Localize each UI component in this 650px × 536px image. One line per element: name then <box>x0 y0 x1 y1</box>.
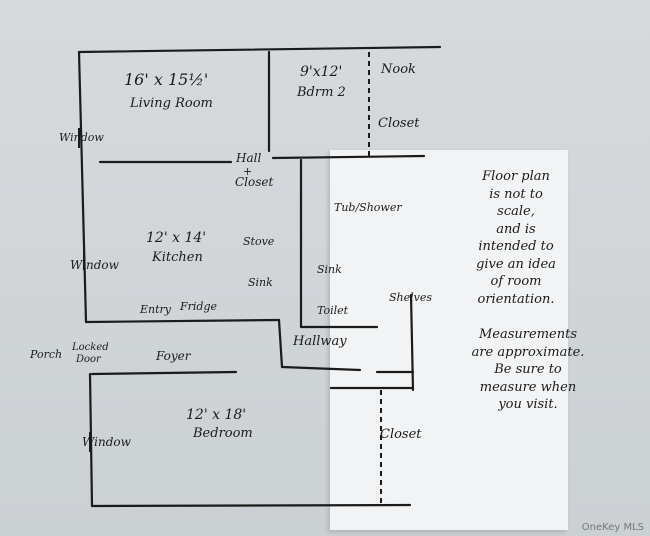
toilet-label: Toilet <box>317 304 349 317</box>
scale-note-line: orientation. <box>477 291 555 307</box>
wall-bedroom-bottom <box>90 503 412 508</box>
living-room-label: Living Room <box>130 96 213 111</box>
wall-hallway-bottom <box>280 365 362 372</box>
scale-note-line: give an idea <box>476 256 556 272</box>
nook-label: Nook <box>381 62 416 77</box>
wall-bedroom-top-left <box>90 370 238 376</box>
scale-note-line: is not to <box>489 186 543 202</box>
bedroom-closet-label: Closet <box>380 427 422 442</box>
bedroom2-closet-label: Closet <box>378 116 420 131</box>
scale-note: Floor plan is not to scale, and is inten… <box>446 168 586 308</box>
bedroom2-dimensions: 9'x12' <box>300 64 343 80</box>
measure-note-line: you visit. <box>498 397 558 413</box>
foyer-label: Foyer <box>156 349 191 363</box>
bedroom-dimensions: 12' x 18' <box>186 407 247 423</box>
kitchen-label: Kitchen <box>152 250 203 265</box>
tub-shower-label: Tub/Shower <box>334 201 402 214</box>
living-room-dimensions: 16' x 15½' <box>124 70 209 89</box>
scale-note-line: scale, <box>497 204 535 220</box>
scale-note-line: intended to <box>478 239 554 255</box>
scale-note-line: of room <box>490 274 542 290</box>
kitchen-sink-label: Sink <box>248 276 273 289</box>
wall-bdrm2-bottom <box>271 154 426 160</box>
window-label-living: Window <box>59 131 104 144</box>
bath-sink-label: Sink <box>317 263 342 276</box>
scale-note-line: Floor plan <box>482 169 550 184</box>
wall-foyer-right <box>277 318 284 369</box>
bedroom2-label: Bdrm 2 <box>297 85 346 100</box>
measure-note-line: are approximate. <box>471 344 585 360</box>
wall-left-upper <box>77 50 88 324</box>
hallway-label: Hallway <box>293 334 347 349</box>
measure-note-line: Measurements <box>479 327 577 342</box>
wall-shelves <box>409 293 415 392</box>
watermark: OneKey MLS <box>581 522 644 533</box>
window-label-bedroom: Window <box>82 435 131 449</box>
measure-note: Measurements are approximate. Be sure to… <box>458 326 598 414</box>
entry-label: Entry <box>140 303 172 316</box>
hall-closet-label: Closet <box>235 175 274 189</box>
note-paper <box>330 150 568 530</box>
measure-note-line: measure when <box>479 379 577 395</box>
hall-plus: + <box>243 165 253 178</box>
measure-note-line: Be sure to <box>494 362 562 378</box>
stove-label: Stove <box>243 235 275 248</box>
scale-note-line: and is <box>496 221 536 237</box>
wall-kitchen-bottom <box>84 318 281 324</box>
fridge-label: Fridge <box>180 300 218 313</box>
shelves-label: Shelves <box>389 291 433 304</box>
kitchen-dimensions: 12' x 14' <box>146 230 207 246</box>
locked-label: Locked <box>72 342 109 353</box>
window-label-kitchen: Window <box>70 258 119 272</box>
wall-top <box>77 45 442 54</box>
hall-label: Hall <box>236 151 262 165</box>
door-label: Door <box>76 354 101 365</box>
bedroom-label: Bedroom <box>193 426 253 441</box>
porch-label: Porch <box>30 348 63 361</box>
